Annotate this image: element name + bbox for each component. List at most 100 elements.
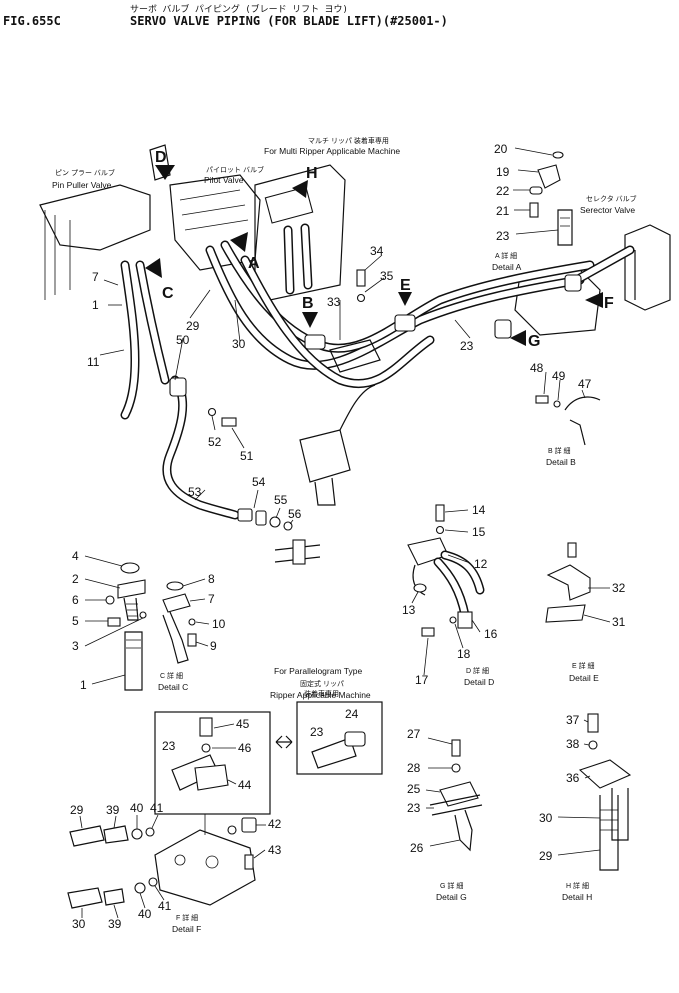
- detail-d-label: Detail D: [464, 677, 494, 687]
- callout-30-h: 30: [539, 811, 553, 825]
- callout-13: 13: [402, 603, 416, 617]
- callout-23-a: 23: [496, 229, 510, 243]
- callout-52: 52: [208, 435, 222, 449]
- detail-e-jp: E 詳 細: [572, 661, 595, 670]
- detail-g-label: Detail G: [436, 892, 467, 902]
- detail-h: 37 38 36 30 29 H 詳 細 Detail H: [539, 713, 632, 902]
- detail-f: 29 39 40 41 42 43 30 39 40 41 F 詳 細 Deta…: [67, 801, 282, 934]
- detail-c-jp: C 詳 細: [160, 671, 183, 680]
- callout-8: 8: [208, 572, 215, 586]
- callout-46: 46: [238, 741, 252, 755]
- callout-39: 39: [106, 803, 120, 817]
- view-arrow-f: [585, 292, 603, 308]
- callout-35: 35: [380, 269, 394, 283]
- callout-45: 45: [236, 717, 250, 731]
- callout-41: 41: [150, 801, 164, 815]
- callout-31: 31: [612, 615, 626, 629]
- main-callouts: 7 1 11 50 29 30 33 34 35 23 52 51 53 54 …: [87, 142, 592, 521]
- callout-50: 50: [176, 333, 190, 347]
- callout-49: 49: [552, 369, 566, 383]
- view-letter-e: E: [400, 277, 411, 294]
- callout-38: 38: [566, 737, 580, 751]
- callout-29: 29: [186, 319, 200, 333]
- parallelogram-label: For Parallelogram Type: [274, 666, 362, 676]
- view-arrow-e: [398, 292, 412, 306]
- ripper-applicable-label: Ripper Applicable Machine: [270, 690, 371, 700]
- view-arrow-b: [302, 312, 318, 328]
- view-letter-c: C: [162, 285, 174, 302]
- callout-40: 40: [130, 801, 144, 815]
- callout-29-f: 29: [70, 803, 84, 817]
- callout-40-b: 40: [138, 907, 152, 921]
- callout-1-c: 1: [80, 678, 87, 692]
- callout-41-b: 41: [158, 899, 172, 913]
- view-arrow-g: [510, 330, 526, 346]
- callout-4: 4: [72, 549, 79, 563]
- callout-24: 24: [345, 707, 359, 721]
- view-letter-a: A: [248, 255, 260, 272]
- view-arrow-a: [230, 232, 248, 252]
- callout-9: 9: [210, 639, 217, 653]
- callout-7: 7: [92, 270, 99, 284]
- callout-30: 30: [232, 337, 246, 351]
- callout-27: 27: [407, 727, 421, 741]
- view-letter-h: H: [306, 165, 318, 182]
- callout-44: 44: [238, 778, 252, 792]
- figure-number: FIG.655C: [3, 14, 61, 28]
- callout-16: 16: [484, 627, 498, 641]
- main-captions: ピン プラー バルブ Pin Puller Valve パイロット バルブ Pi…: [52, 136, 637, 467]
- callout-3: 3: [72, 639, 79, 653]
- callout-10: 10: [212, 617, 226, 631]
- detail-c-label: Detail C: [158, 682, 188, 692]
- callout-12: 12: [474, 557, 488, 571]
- view-letter-d: D: [155, 149, 167, 166]
- callout-21: 21: [496, 204, 510, 218]
- detail-a-label: Detail A: [492, 262, 522, 272]
- leader-lines: [99, 147, 586, 525]
- callout-1: 1: [92, 298, 99, 312]
- callout-39-b: 39: [108, 917, 122, 931]
- multi-ripper-label: For Multi Ripper Applicable Machine: [264, 146, 400, 156]
- view-letter-b: B: [302, 295, 314, 312]
- view-letter-f: F: [604, 295, 614, 312]
- callout-26: 26: [410, 841, 424, 855]
- callout-54: 54: [252, 475, 266, 489]
- callout-14: 14: [472, 503, 486, 517]
- callout-23-box2: 23: [310, 725, 324, 739]
- callout-53: 53: [188, 485, 202, 499]
- callout-34: 34: [370, 244, 384, 258]
- detail-g: 27 28 25 23 26 G 詳 細 Detail G: [407, 727, 483, 902]
- view-arrow-d: [155, 165, 175, 180]
- detail-b-jp: B 詳 細: [548, 446, 571, 455]
- callout-36: 36: [566, 771, 580, 785]
- view-arrow-c: [145, 258, 162, 278]
- callout-23-box1: 23: [162, 739, 176, 753]
- pilot-valve-jp: パイロット バルブ: [206, 165, 264, 174]
- detail-h-label: Detail H: [562, 892, 592, 902]
- japanese-title: サーボ バルブ パイピング (ブレード リフト ヨウ): [130, 5, 348, 15]
- parallelogram-jp-2: 装着車専用: [304, 689, 339, 698]
- callout-19: 19: [496, 165, 510, 179]
- selector-valve-jp: セレクタ バルブ: [586, 194, 637, 203]
- selector-valve-label: Serector Valve: [580, 205, 635, 215]
- view-letters: D C A B E G F H: [155, 149, 614, 350]
- multi-ripper-jp: マルチ リッパ 装着車専用: [308, 136, 389, 145]
- callout-29-h: 29: [539, 849, 553, 863]
- callout-7-c: 7: [208, 592, 215, 606]
- callout-56: 56: [288, 507, 302, 521]
- detail-box-parallelogram: [296, 701, 383, 775]
- pin-puller-jp: ピン プラー バルブ: [55, 168, 115, 177]
- detail-b-label: Detail B: [546, 457, 576, 467]
- callout-5: 5: [72, 614, 79, 628]
- detail-e: 32 31 E 詳 細 Detail E: [545, 542, 626, 683]
- callout-11: 11: [87, 355, 100, 369]
- callout-43: 43: [268, 843, 282, 857]
- detail-d-jp: D 詳 細: [466, 666, 489, 675]
- pin-puller-label: Pin Puller Valve: [52, 180, 112, 190]
- detail-d: 14 15 12 13 16 18 17 D 詳 細 Detail D: [402, 503, 498, 687]
- detail-h-jp: H 詳 細: [566, 881, 589, 890]
- callout-42: 42: [268, 817, 282, 831]
- callout-33: 33: [327, 295, 341, 309]
- detail-f-label: Detail F: [172, 924, 201, 934]
